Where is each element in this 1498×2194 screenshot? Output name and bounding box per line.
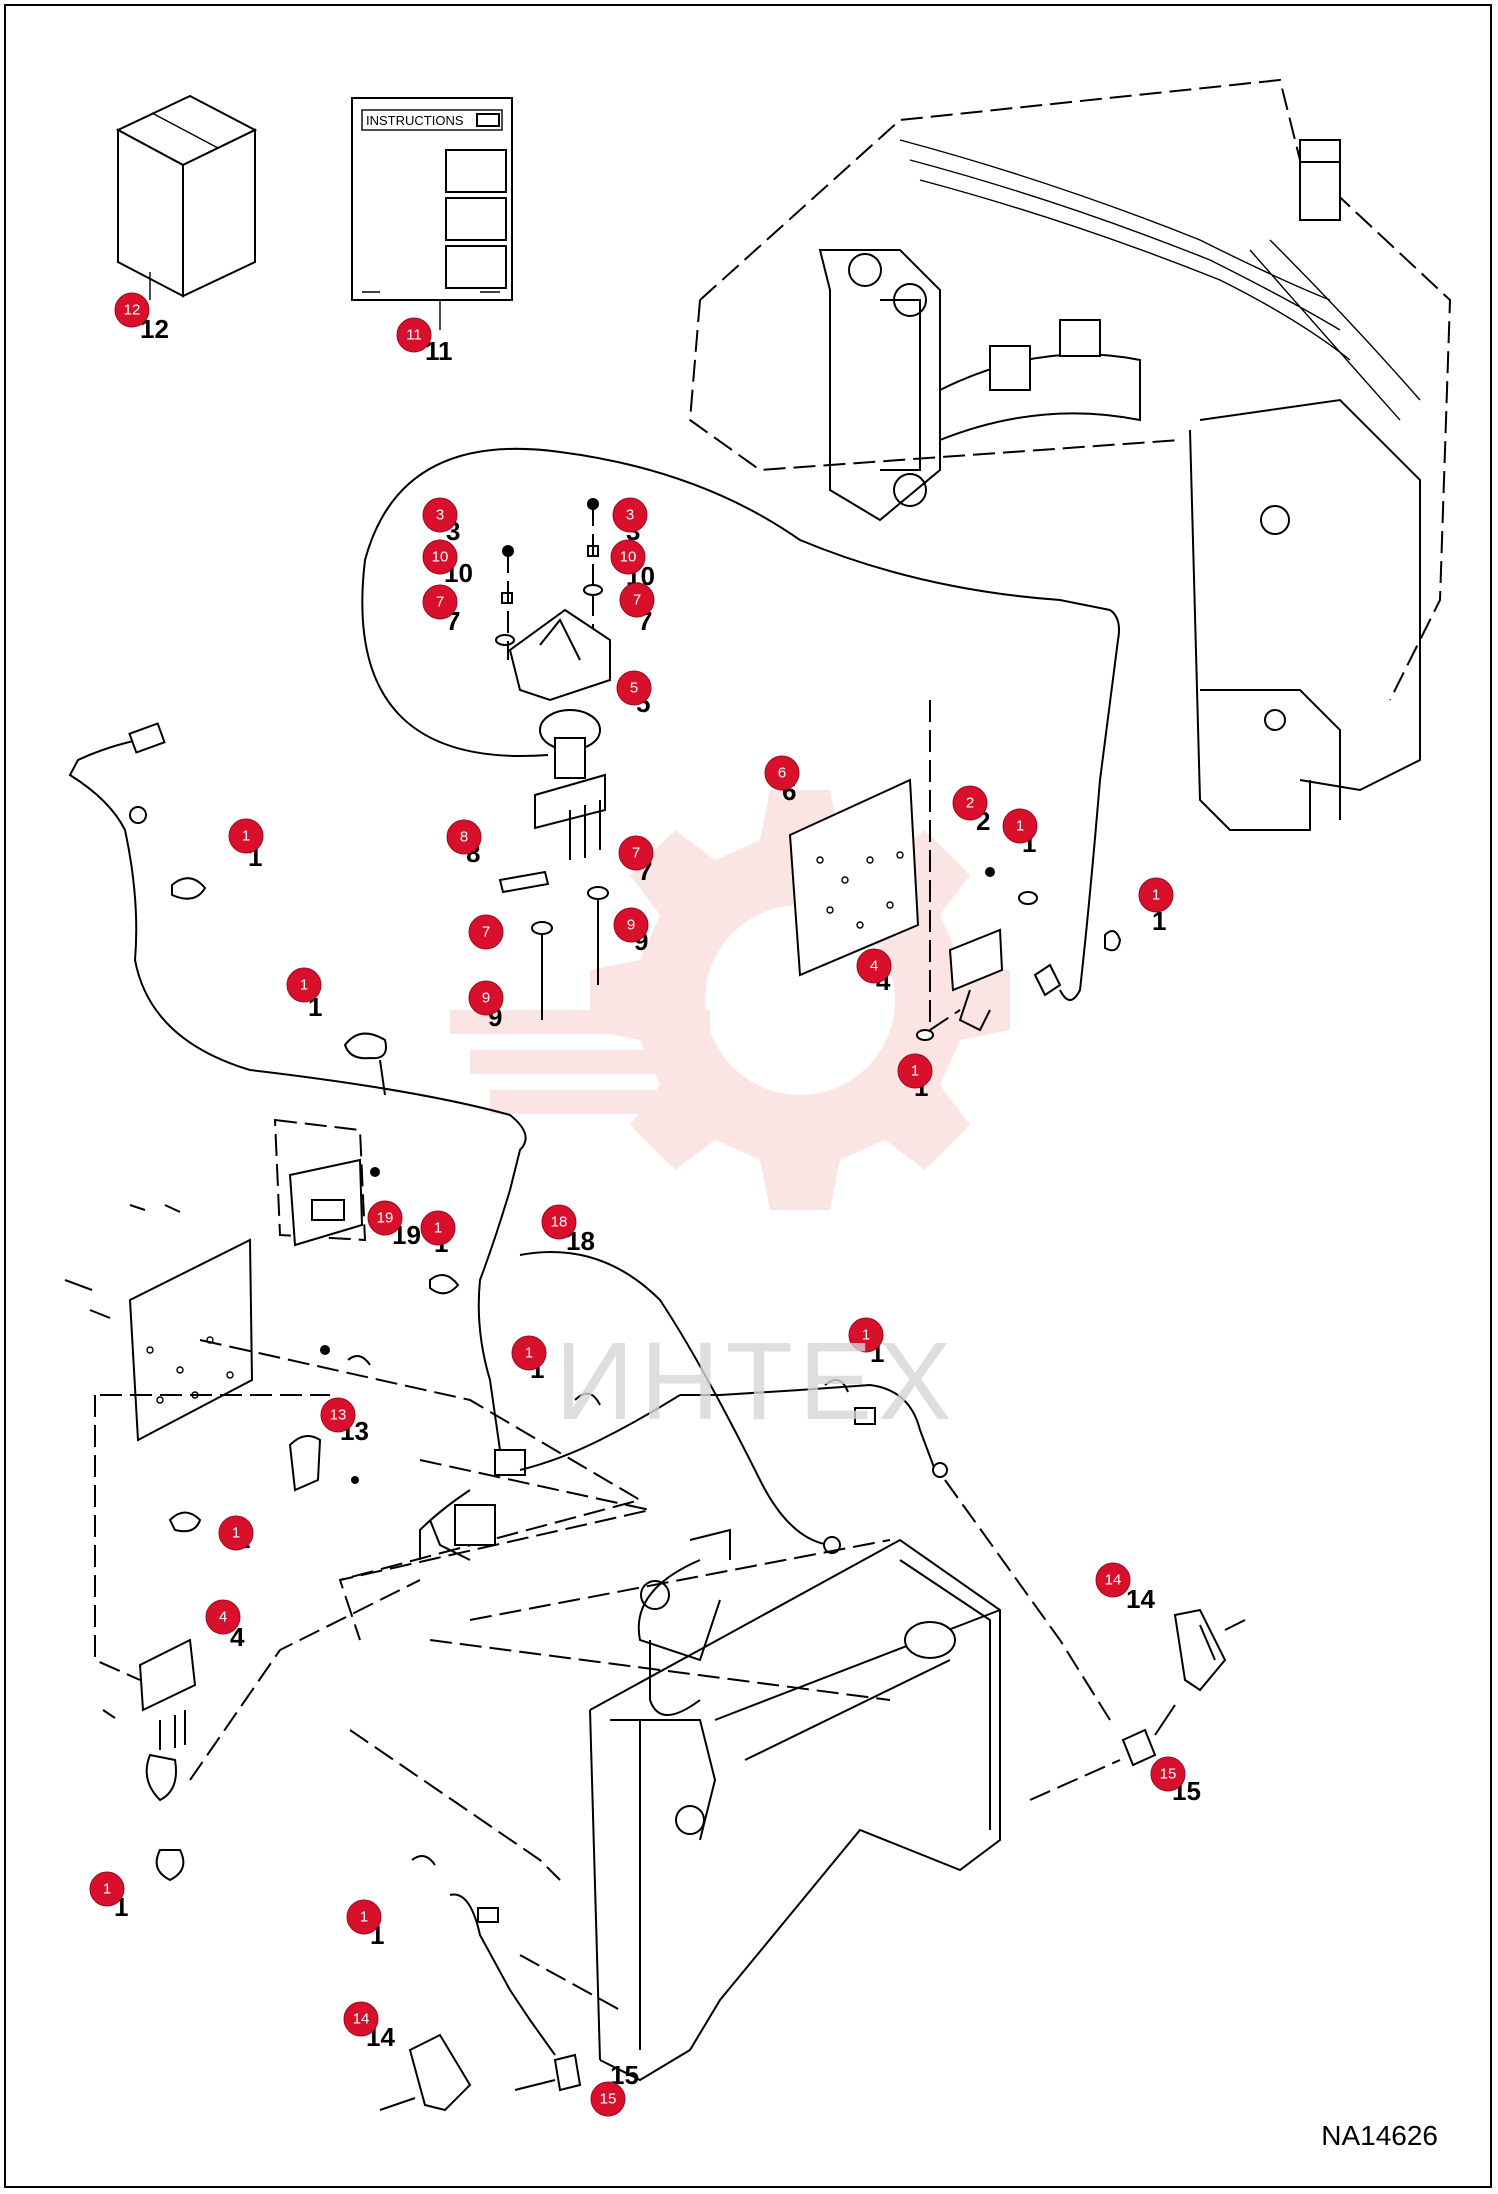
callout-badge: 9 <box>613 907 649 943</box>
callout-badge: 1 <box>286 967 322 1003</box>
callout-badge: 2 <box>952 785 988 821</box>
callout-badge: 10 <box>610 539 646 575</box>
svg-text:7: 7 <box>633 592 641 609</box>
svg-text:5: 5 <box>630 680 638 697</box>
callout-badge: 1 <box>1138 877 1174 913</box>
callout-badge: 9 <box>468 980 504 1016</box>
callout-badge: 15 <box>590 2081 626 2117</box>
callout-badge: 5 <box>616 670 652 706</box>
svg-text:1: 1 <box>232 1525 240 1542</box>
diagram-code: NA14626 <box>1321 2120 1438 2151</box>
svg-text:1: 1 <box>525 1345 533 1362</box>
svg-text:14: 14 <box>1105 1572 1122 1589</box>
callout-badge: 7 <box>422 584 458 620</box>
sensor-cover-right <box>944 1479 1246 1801</box>
svg-text:4: 4 <box>870 958 878 975</box>
callout-badge: 4 <box>856 948 892 984</box>
callout-badge: 3 <box>422 497 458 533</box>
callout-badge: 19 <box>367 1200 403 1236</box>
svg-text:9: 9 <box>627 917 635 934</box>
callout-badge: 12 <box>114 292 150 328</box>
svg-text:1: 1 <box>360 1909 368 1926</box>
svg-text:14: 14 <box>353 2011 370 2028</box>
sensor-cover-lower <box>379 1855 621 2112</box>
sensor-bracket-assembly <box>495 498 611 1020</box>
svg-text:18: 18 <box>551 1214 568 1231</box>
left-harness-cable <box>68 722 527 1191</box>
callout-badge: 1 <box>228 818 264 854</box>
loader-arm-assembly <box>688 78 1452 831</box>
control-box-lower <box>102 1579 421 1882</box>
svg-text:9: 9 <box>482 990 490 1007</box>
callout-badge: 4 <box>205 1599 241 1635</box>
callout-badge: 14 <box>1095 1562 1131 1598</box>
sensor-cable-loop <box>361 447 1120 1001</box>
svg-text:1: 1 <box>300 977 308 994</box>
svg-text:7: 7 <box>482 924 490 941</box>
watermark-logo <box>450 790 1010 1210</box>
callout-badge: 3 <box>612 497 648 533</box>
svg-text:1: 1 <box>911 1063 919 1080</box>
callout-badge: 14 <box>343 2001 379 2037</box>
svg-text:1: 1 <box>862 1327 870 1344</box>
svg-text:15: 15 <box>1160 1766 1177 1783</box>
svg-text:6: 6 <box>778 765 786 782</box>
svg-text:19: 19 <box>377 1210 394 1227</box>
svg-text:15: 15 <box>600 2091 617 2108</box>
main-wire-harness <box>338 1189 948 1641</box>
svg-text:1: 1 <box>1016 818 1024 835</box>
svg-text:11: 11 <box>406 327 422 344</box>
svg-text:10: 10 <box>620 549 637 566</box>
svg-text:10: 10 <box>432 549 449 566</box>
callout-badge: 8 <box>446 819 482 855</box>
callout-badge: 7 <box>468 914 504 950</box>
callout-badge: 13 <box>320 1397 356 1433</box>
callout-badge: 1 <box>511 1335 547 1371</box>
kit-box-part <box>115 94 258 300</box>
instructions-label: INSTRUCTIONS <box>366 113 464 128</box>
controller-module <box>273 1118 380 1247</box>
printed-item-numbers: 12 11 3 3 10 10 7 7 5 6 2 1 1 8 7 7 9 9 … <box>114 314 1201 2090</box>
callout-badge: 11 <box>396 317 432 353</box>
svg-text:1: 1 <box>1152 906 1166 936</box>
svg-text:1: 1 <box>434 1220 442 1237</box>
svg-text:2: 2 <box>966 795 974 812</box>
callout-badge: 1 <box>420 1210 456 1246</box>
watermark-text: ИНТЕХ <box>555 1320 958 1443</box>
callout-badge: 1 <box>1002 808 1038 844</box>
callout-badge: 1 <box>897 1053 933 1089</box>
attachment-mount-frame <box>349 1528 1001 2082</box>
svg-text:1: 1 <box>242 828 250 845</box>
callout-badge: 6 <box>764 755 800 791</box>
callout-badge: 1 <box>346 1899 382 1935</box>
svg-text:1: 1 <box>103 1881 111 1898</box>
mounting-plate-right <box>788 700 1122 1041</box>
svg-text:7: 7 <box>436 594 444 611</box>
svg-text:7: 7 <box>632 845 640 862</box>
svg-text:1: 1 <box>1152 887 1160 904</box>
callout-badge: 1 <box>218 1515 254 1551</box>
callout-badge: 1 <box>848 1317 884 1353</box>
mounting-plate-left <box>64 1204 643 1681</box>
callout-badge: 1 <box>89 1871 125 1907</box>
callout-badge: 7 <box>618 835 654 871</box>
svg-text:13: 13 <box>330 1407 347 1424</box>
callout-badge: 15 <box>1150 1756 1186 1792</box>
diagram-frame <box>4 4 1492 2188</box>
svg-text:12: 12 <box>124 302 141 319</box>
callout-badges: 12 11 3 3 10 10 7 7 5 6 2 1 1 8 7 7 9 9 … <box>89 292 1186 2117</box>
callout-badge: 7 <box>619 582 655 618</box>
callout-badge: 18 <box>541 1204 577 1240</box>
svg-text:8: 8 <box>460 829 468 846</box>
svg-text:3: 3 <box>626 507 634 524</box>
instructions-sheet-part: INSTRUCTIONS <box>351 97 513 330</box>
svg-text:4: 4 <box>219 1609 227 1626</box>
svg-text:14: 14 <box>1126 1584 1155 1614</box>
svg-text:3: 3 <box>436 507 444 524</box>
callout-badge: 10 <box>422 539 458 575</box>
